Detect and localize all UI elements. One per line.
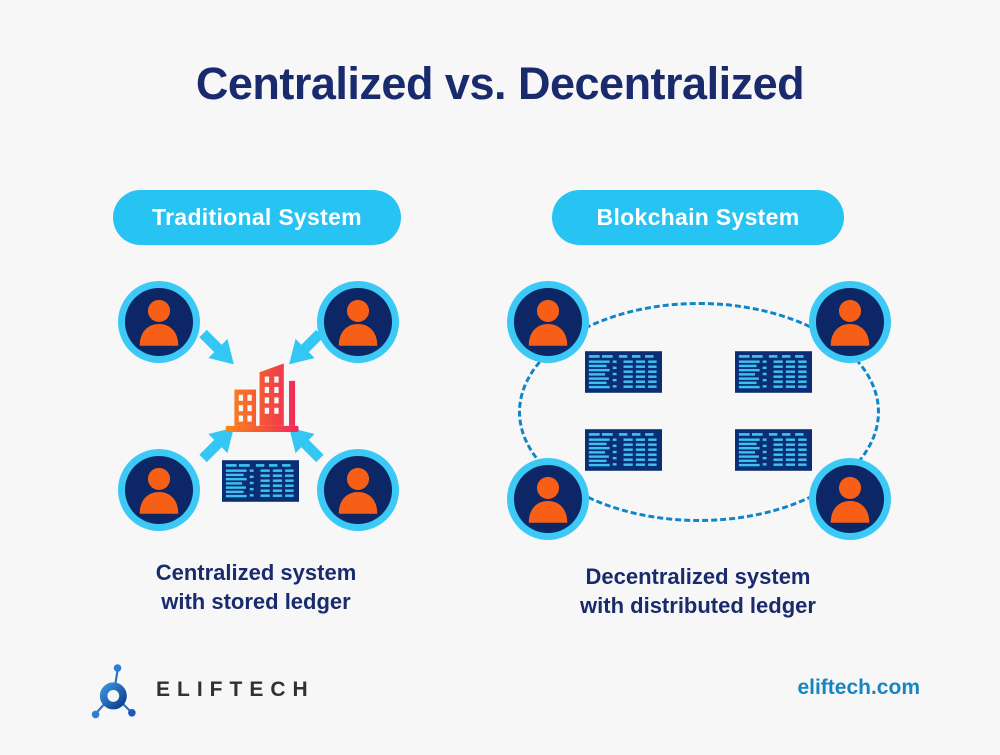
user-avatar-icon <box>809 281 891 363</box>
ledger-table-icon <box>585 351 662 393</box>
brand-name: ELIFTECH <box>156 678 315 701</box>
ledger-table-icon <box>585 429 662 471</box>
user-avatar-icon <box>507 281 589 363</box>
traditional-system-badge-label: Traditional System <box>152 204 362 230</box>
eliftech-molecule-logo-icon <box>88 660 142 720</box>
blockchain-system-badge-label: Blokchain System <box>596 204 800 230</box>
user-avatar-icon <box>317 281 399 363</box>
left-caption-line2: with stored ledger <box>161 589 351 614</box>
traditional-system-badge: Traditional System <box>113 190 401 245</box>
ledger-table-icon <box>735 429 812 471</box>
office-building-icon <box>224 350 302 436</box>
ledger-table-icon <box>222 460 299 502</box>
dashed-network-ellipse <box>518 302 880 522</box>
left-caption-line1: Centralized system <box>155 560 357 585</box>
user-avatar-icon <box>507 458 589 540</box>
blockchain-system-badge: Blokchain System <box>552 190 844 245</box>
right-caption-line2: with distributed ledger <box>580 593 816 618</box>
right-caption-line1: Decentralized system <box>585 564 811 589</box>
right-caption: Decentralized system with distributed le… <box>522 562 874 620</box>
website-link[interactable]: eliftech.com <box>797 676 920 699</box>
user-avatar-icon <box>118 281 200 363</box>
user-avatar-icon <box>118 449 200 531</box>
user-avatar-icon <box>809 458 891 540</box>
user-avatar-icon <box>317 449 399 531</box>
eliftech-logo: ELIFTECH <box>88 660 315 720</box>
page-title: Centralized vs. Decentralized <box>195 58 805 109</box>
ledger-table-icon <box>735 351 812 393</box>
left-caption: Centralized system with stored ledger <box>96 558 416 616</box>
